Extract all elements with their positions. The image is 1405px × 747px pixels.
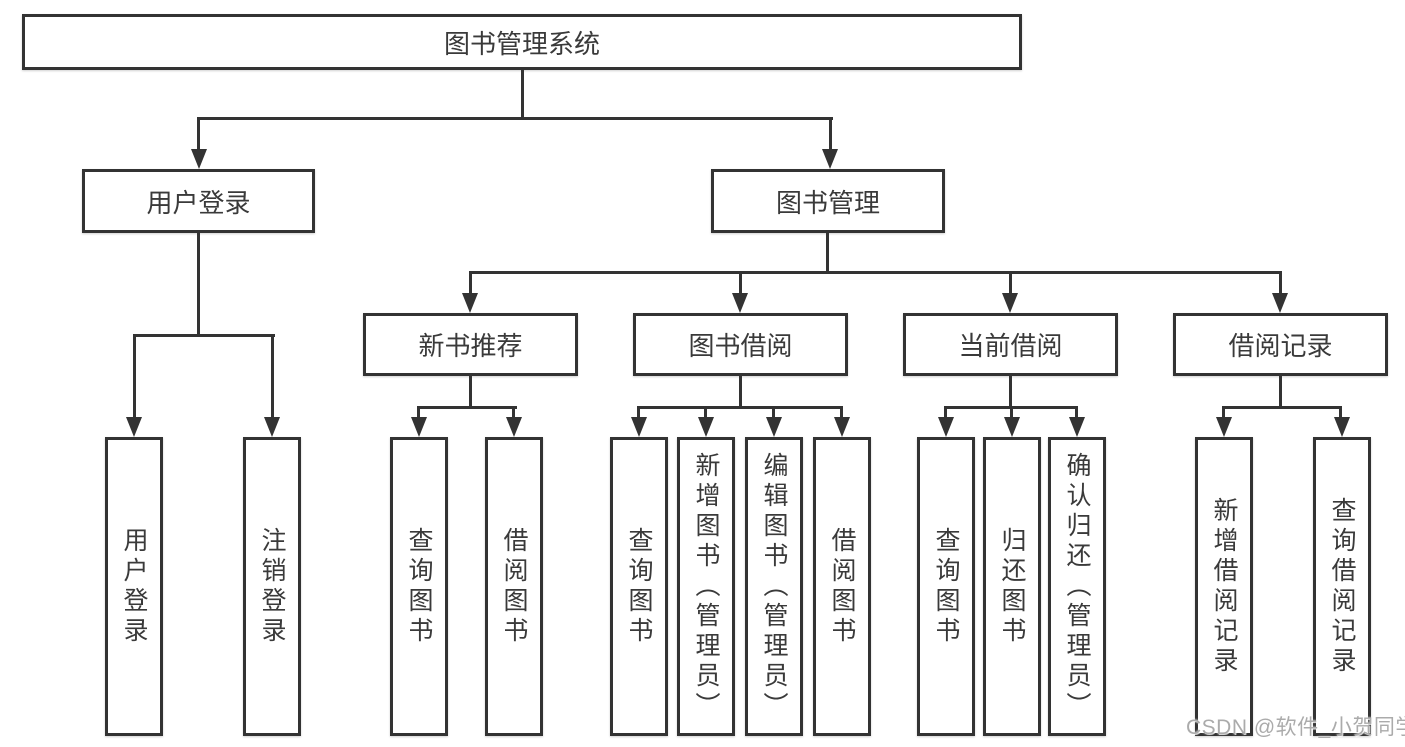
node-new-book-recommendation: 新书推荐	[363, 313, 578, 376]
connector-line	[840, 406, 843, 421]
connector-line	[133, 334, 275, 337]
leaf-add-borrow-record: 新增借阅记录	[1195, 437, 1253, 736]
connector-line	[417, 406, 517, 409]
node-book-management: 图书管理	[711, 169, 945, 233]
arrow-down-icon	[1002, 293, 1018, 313]
node-borrowing-records: 借阅记录	[1173, 313, 1388, 376]
connector-line	[197, 117, 833, 120]
connector-line	[1010, 406, 1013, 421]
connector-line	[1222, 406, 1342, 409]
arrow-down-icon	[732, 293, 748, 313]
connector-line	[637, 406, 640, 421]
connector-line	[417, 406, 420, 421]
arrow-down-icon	[1216, 417, 1232, 437]
connector-line	[469, 376, 472, 409]
arrow-down-icon	[1069, 417, 1085, 437]
leaf-borrow-books: 借阅图书	[813, 437, 871, 736]
arrow-down-icon	[631, 417, 647, 437]
connector-line	[637, 406, 843, 409]
connector-line	[133, 334, 136, 420]
connector-line	[271, 334, 274, 420]
arrow-down-icon	[506, 417, 522, 437]
connector-line	[469, 271, 1282, 274]
connector-line	[1222, 406, 1225, 421]
arrow-down-icon	[264, 417, 280, 437]
arrow-down-icon	[938, 417, 954, 437]
leaf-user-login: 用户登录	[105, 437, 163, 736]
arrow-down-icon	[126, 417, 142, 437]
connector-line	[1009, 376, 1012, 409]
node-book-borrowing: 图书借阅	[633, 313, 848, 376]
leaf-query-books-current: 查询图书	[917, 437, 975, 736]
connector-line	[1075, 406, 1078, 421]
connector-line	[739, 271, 742, 297]
connector-line	[829, 117, 832, 152]
connector-line	[1339, 406, 1342, 421]
arrow-down-icon	[766, 417, 782, 437]
arrow-down-icon	[834, 417, 850, 437]
leaf-return-book: 归还图书	[983, 437, 1041, 736]
arrow-down-icon	[1004, 417, 1020, 437]
node-current-borrowing: 当前借阅	[903, 313, 1118, 376]
node-library-management-system: 图书管理系统	[22, 14, 1022, 70]
arrow-down-icon	[1272, 293, 1288, 313]
leaf-add-book-admin: 新增图书（管理员）	[677, 437, 735, 736]
connector-line	[197, 233, 200, 337]
arrow-down-icon	[462, 293, 478, 313]
leaf-borrow-books-recommend: 借阅图书	[485, 437, 543, 736]
watermark-text: CSDN @软件_小贺同学	[1186, 716, 1405, 739]
leaf-logout: 注销登录	[243, 437, 301, 736]
leaf-query-books-borrowing: 查询图书	[610, 437, 668, 736]
node-user-login: 用户登录	[82, 169, 315, 233]
leaf-query-books-recommend: 查询图书	[390, 437, 448, 736]
leaf-confirm-return-admin: 确认归还（管理员）	[1048, 437, 1106, 736]
arrow-down-icon	[1334, 417, 1350, 437]
connector-line	[826, 233, 829, 274]
connector-line	[1009, 271, 1012, 297]
connector-line	[944, 406, 947, 421]
connector-line	[197, 117, 200, 152]
leaf-edit-book-admin: 编辑图书（管理员）	[745, 437, 803, 736]
connector-line	[1279, 271, 1282, 297]
arrow-down-icon	[698, 417, 714, 437]
connector-line	[772, 406, 775, 421]
connector-line	[469, 271, 472, 297]
connector-line	[521, 68, 524, 120]
connector-line	[739, 376, 742, 409]
connector-line	[1279, 376, 1282, 409]
leaf-query-borrow-record: 查询借阅记录	[1313, 437, 1371, 736]
arrow-down-icon	[411, 417, 427, 437]
connector-line	[512, 406, 515, 421]
arrow-down-icon	[191, 149, 207, 169]
arrow-down-icon	[822, 149, 838, 169]
connector-line	[704, 406, 707, 421]
